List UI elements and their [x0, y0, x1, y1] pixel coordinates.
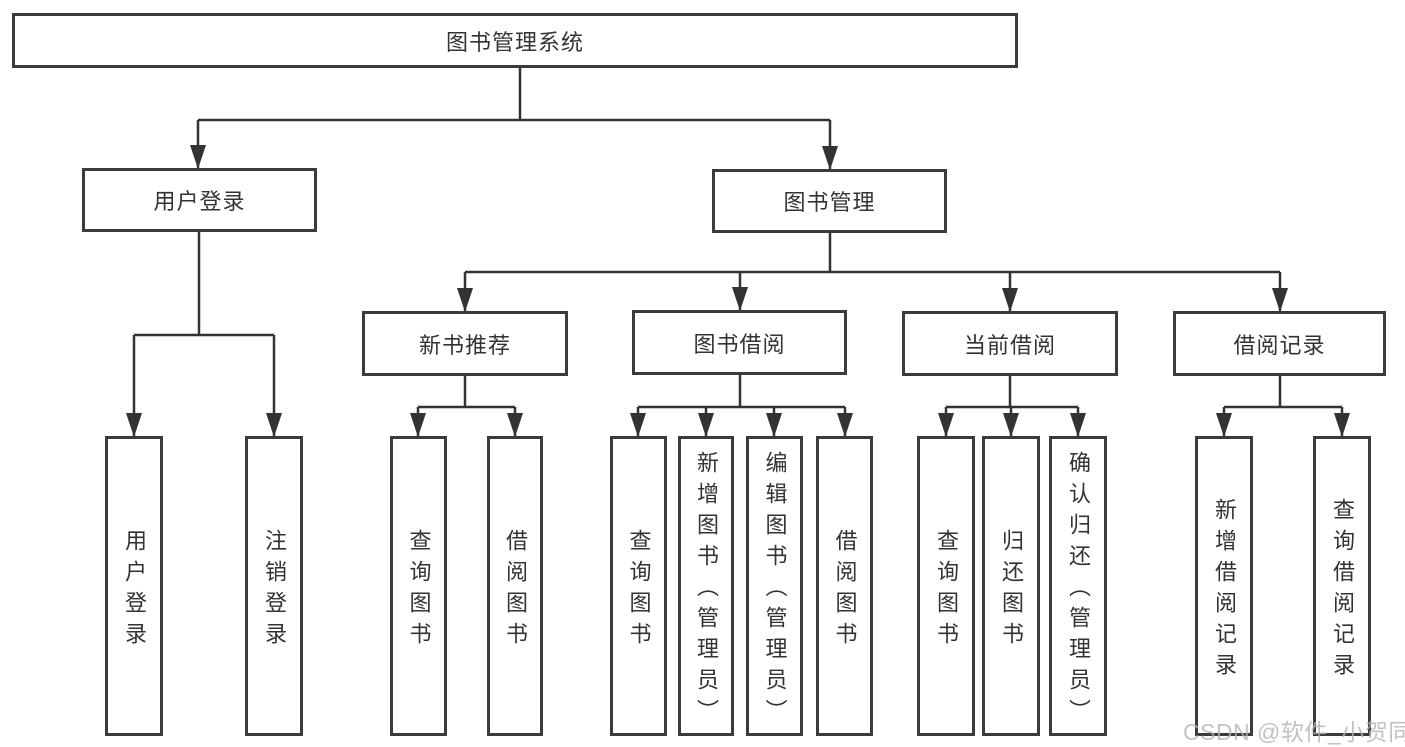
node-new-book-recommend: 新书推荐	[362, 311, 568, 376]
node-leaf-return-books: 归还图书	[982, 436, 1040, 736]
leaf-label: 编辑图书（管理员）	[762, 451, 788, 730]
node-leaf-add-books-admin: 新增图书（管理员）	[678, 436, 734, 736]
leaf-label: 查询图书	[626, 528, 652, 653]
leaf-label: 查询借阅记录	[1330, 497, 1355, 684]
leaf-label: 借阅图书	[503, 528, 528, 653]
leaf-label: 新增借阅记录	[1212, 497, 1237, 684]
node-book-borrowing: 图书借阅	[632, 310, 847, 375]
node-leaf-borrow-books-1: 借阅图书	[487, 436, 543, 736]
node-leaf-query-books-1: 查询图书	[390, 436, 447, 736]
leaf-label: 归还图书	[999, 528, 1024, 653]
node-root: 图书管理系统	[12, 13, 1018, 68]
node-leaf-query-borrow-record: 查询借阅记录	[1313, 436, 1371, 736]
watermark: CSDN @软件_小贺同学	[1183, 719, 1405, 745]
leaf-label: 注销登录	[262, 528, 287, 653]
node-leaf-query-books-2: 查询图书	[610, 436, 667, 736]
node-borrowing-records: 借阅记录	[1173, 311, 1386, 376]
node-book-management: 图书管理	[712, 169, 947, 233]
node-leaf-logout: 注销登录	[245, 436, 303, 736]
node-leaf-query-books-3: 查询图书	[917, 436, 975, 736]
leaf-label: 用户登录	[122, 528, 147, 653]
leaf-label: 查询图书	[406, 528, 432, 653]
node-leaf-edit-books-admin: 编辑图书（管理员）	[746, 436, 803, 736]
leaf-label: 借阅图书	[832, 528, 858, 653]
leaf-label: 新增图书（管理员）	[694, 451, 719, 730]
node-leaf-user-login: 用户登录	[105, 436, 163, 736]
node-current-borrowing: 当前借阅	[902, 311, 1118, 376]
node-leaf-add-borrow-record: 新增借阅记录	[1195, 436, 1253, 736]
node-leaf-borrow-books-2: 借阅图书	[816, 436, 873, 736]
node-user-login: 用户登录	[82, 168, 317, 232]
leaf-label: 查询图书	[934, 528, 959, 653]
node-leaf-confirm-return-admin: 确认归还（管理员）	[1049, 436, 1107, 736]
leaf-label: 确认归还（管理员）	[1066, 451, 1091, 730]
